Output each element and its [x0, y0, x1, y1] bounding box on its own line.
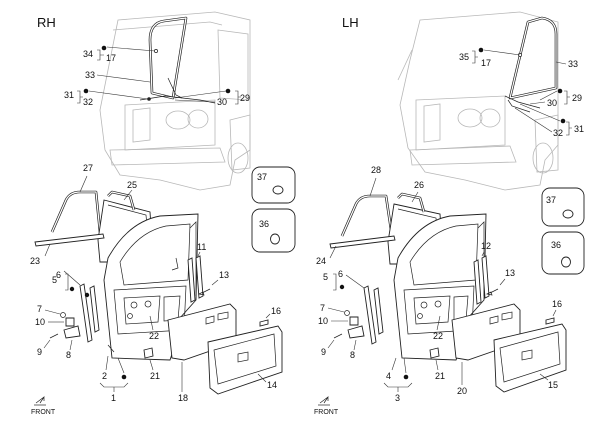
- label-10-lh: 10: [318, 316, 328, 326]
- label-32: 32: [83, 97, 93, 107]
- label-17-lh: 17: [481, 58, 491, 68]
- label-27: 27: [83, 163, 93, 173]
- label-3: 3: [395, 393, 400, 403]
- lh-windshield-seal: [504, 16, 558, 113]
- label-20: 20: [457, 386, 467, 396]
- label-26: 26: [414, 180, 424, 190]
- lh-box-37: 37: [541, 187, 585, 227]
- label-8-lh: 8: [350, 350, 355, 360]
- lh-hardware-7-10-9-8: 7 10 8 9: [318, 303, 365, 360]
- label-29: 29: [240, 93, 250, 103]
- rh-belt-molding-23: 23: [30, 233, 105, 266]
- rh-windshield-seal: [139, 16, 216, 104]
- label-9-lh: 9: [321, 347, 326, 357]
- label-29-lh: 29: [572, 93, 582, 103]
- rh-clip-21: 21: [143, 347, 160, 381]
- rh-callout-2-1: 2 1: [99, 355, 129, 403]
- label-13-lh: 13: [505, 268, 515, 278]
- label-7-lh: 7: [320, 303, 325, 313]
- lh-screw-13: 13: [485, 268, 515, 296]
- label-30: 30: [217, 97, 227, 107]
- label-17: 17: [106, 53, 116, 63]
- label-24: 24: [316, 256, 326, 266]
- rh-front-indicator: FRONT: [31, 395, 56, 416]
- label-2: 2: [102, 371, 107, 381]
- label-14: 14: [267, 380, 277, 390]
- lh-trim-panel-15: 15: [493, 323, 567, 393]
- lh-header: LH: [342, 15, 359, 30]
- front-label-lh: FRONT: [314, 409, 339, 416]
- rh-screw-13: 13: [197, 270, 229, 296]
- lh-front-indicator: FRONT: [314, 395, 339, 416]
- rh-box-37: 37: [251, 166, 296, 204]
- label-1: 1: [111, 393, 116, 403]
- label-31-lh: 31: [574, 124, 584, 134]
- lh-regulator-22: 22: [433, 315, 443, 341]
- label-4: 4: [386, 371, 391, 381]
- lh-front-channel-6: 5 6: [323, 269, 384, 345]
- rh-window-seal-27: 27: [50, 163, 102, 233]
- label-21: 21: [150, 371, 160, 381]
- rh-box-36: 36: [251, 208, 296, 253]
- label-5-lh: 5: [323, 272, 328, 282]
- label-22: 22: [149, 331, 159, 341]
- rh-clip-16: 16: [259, 306, 281, 327]
- label-8: 8: [66, 350, 71, 360]
- label-37-lh: 37: [546, 195, 556, 205]
- label-33: 33: [85, 70, 95, 80]
- label-15: 15: [548, 380, 558, 390]
- label-28: 28: [371, 165, 381, 175]
- label-7: 7: [37, 304, 42, 314]
- lh-window-seal-28: 28: [340, 165, 394, 237]
- label-11: 11: [197, 242, 206, 252]
- label-9: 9: [37, 347, 42, 357]
- lh-upper-callouts: 35 17 33 30 29 31 32: [459, 47, 584, 138]
- lh-clip-21: 21: [429, 347, 445, 381]
- rh-front-channel-6: 5 6: [52, 270, 100, 343]
- lh-clip-16: 16: [545, 299, 562, 325]
- lh-box-36: 36: [541, 231, 585, 275]
- label-35: 35: [459, 52, 469, 62]
- label-31: 31: [64, 90, 74, 100]
- label-12: 12: [481, 241, 491, 251]
- label-13: 13: [219, 270, 229, 280]
- rh-van-cab: [99, 11, 251, 191]
- lh-van-cab: [397, 11, 559, 191]
- label-22-lh: 22: [433, 331, 443, 341]
- label-33-lh: 33: [568, 59, 578, 69]
- label-21-lh: 21: [435, 371, 445, 381]
- label-16-lh: 16: [552, 299, 562, 309]
- rh-upper-callouts: 34 17 33 31 32 30 29: [64, 45, 250, 107]
- label-6-lh: 6: [338, 269, 343, 279]
- front-label-rh: FRONT: [31, 409, 56, 416]
- lh-belt-molding-24: 24: [316, 235, 396, 266]
- label-10: 10: [35, 317, 45, 327]
- label-37-rh: 37: [257, 172, 267, 182]
- label-36-lh: 36: [551, 240, 561, 250]
- label-16: 16: [271, 306, 281, 316]
- label-5: 5: [52, 275, 57, 285]
- label-32-lh: 32: [553, 128, 563, 138]
- label-23: 23: [30, 256, 40, 266]
- rh-hardware-7-10-9-8: 7 10 8 9: [35, 304, 81, 360]
- label-18: 18: [178, 393, 188, 403]
- label-25: 25: [127, 180, 137, 190]
- lh-rear-channel-12: 12: [473, 241, 491, 305]
- label-6: 6: [56, 270, 61, 280]
- lh-callout-4-3: 4 3: [383, 357, 413, 403]
- rh-rear-channel-11: 11: [187, 242, 206, 303]
- label-30-lh: 30: [547, 98, 557, 108]
- rh-trim-panel-14: 14: [207, 325, 283, 395]
- label-34: 34: [83, 49, 93, 59]
- label-36-rh: 36: [259, 219, 269, 229]
- rh-header: RH: [37, 15, 56, 30]
- rh-regulator-22: 22: [149, 315, 159, 341]
